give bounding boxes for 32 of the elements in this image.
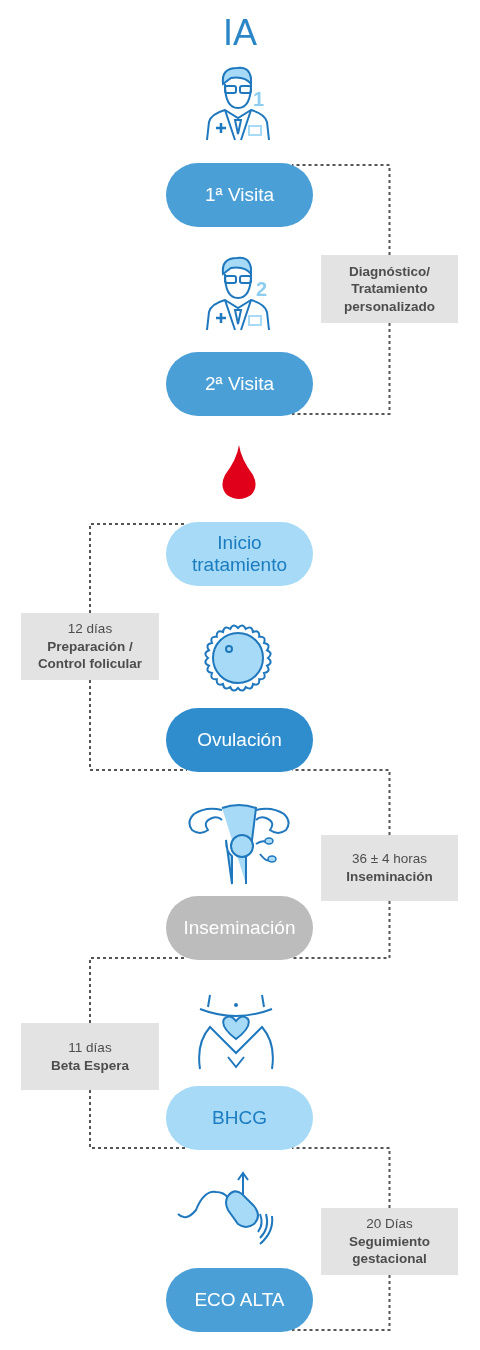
duration-note-box — [321, 1208, 458, 1275]
step-pill: 1ª Visita — [166, 163, 313, 227]
step-pill: Ovulación — [166, 708, 313, 772]
note-text: 12 días — [67, 620, 113, 638]
dotted-bracket-line — [291, 900, 391, 959]
icon-number: 1 — [253, 88, 265, 111]
icon-number: 2 — [256, 278, 268, 301]
note-text: Inseminación — [346, 868, 433, 886]
note-text: Diagnóstico/ Tratamiento personalizado — [343, 262, 436, 316]
note-text: Beta Espera — [50, 1056, 129, 1075]
step-pill: Inicio tratamiento — [166, 522, 313, 586]
step-pill: Inseminación — [166, 896, 313, 960]
title: IA — [222, 12, 258, 54]
dotted-bracket-line — [291, 322, 391, 415]
note-text: 20 Días — [366, 1215, 413, 1233]
note-text: 11 días — [68, 1038, 112, 1057]
duration-note-box — [21, 613, 159, 680]
dotted-bracket-line — [291, 769, 391, 836]
step-pill: ECO ALTA — [166, 1268, 313, 1332]
dotted-bracket-line — [291, 1147, 391, 1209]
duration-note-box — [321, 255, 458, 323]
step-pill: BHCG — [166, 1086, 313, 1150]
note-text: 36 ± 4 horas — [352, 850, 427, 868]
note-text: Seguimiento gestacional — [348, 1232, 431, 1268]
dotted-bracket-line — [89, 679, 188, 771]
duration-note-box — [321, 835, 458, 901]
dotted-bracket-line — [291, 1274, 391, 1331]
dotted-bracket-line — [291, 164, 391, 256]
step-pill: 2ª Visita — [166, 352, 313, 416]
note-text: Preparación / Control folicular — [36, 637, 144, 673]
duration-note-box — [21, 1023, 159, 1090]
dotted-bracket-line — [89, 1089, 188, 1149]
